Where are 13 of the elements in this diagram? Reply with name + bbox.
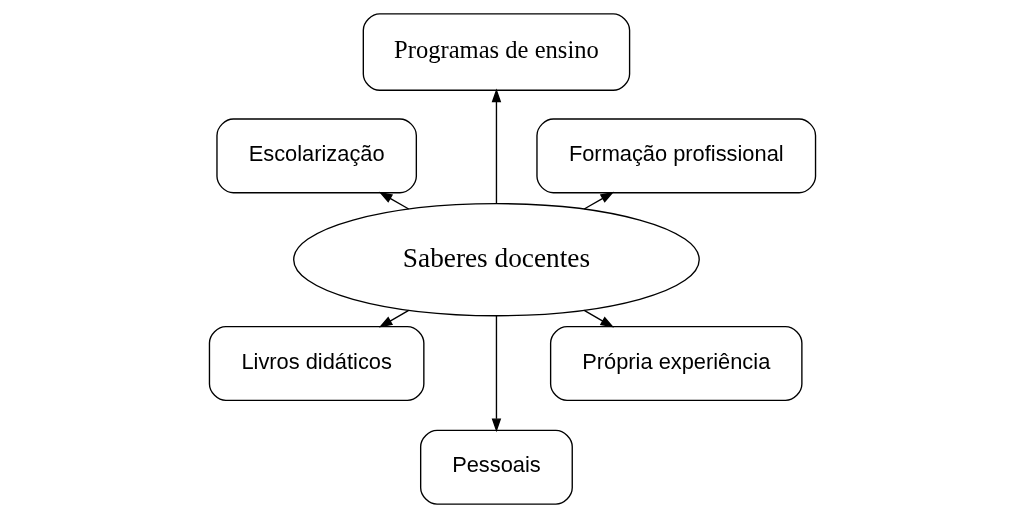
- arrow: [583, 191, 614, 210]
- arrow: [491, 88, 501, 205]
- arrow: [378, 309, 409, 328]
- node-box: Pessoais: [419, 429, 573, 505]
- node-box: Escolarização: [215, 118, 417, 194]
- node-box: Formação profissional: [535, 118, 816, 194]
- node-ellipse: Saberes docentes: [292, 203, 700, 317]
- node-box: Programas de ensino: [362, 13, 630, 91]
- arrow: [378, 191, 409, 210]
- arrow: [491, 315, 501, 433]
- node-box: Própria experiência: [549, 325, 803, 402]
- arrow: [583, 309, 614, 328]
- node-box: Livros didáticos: [208, 325, 425, 402]
